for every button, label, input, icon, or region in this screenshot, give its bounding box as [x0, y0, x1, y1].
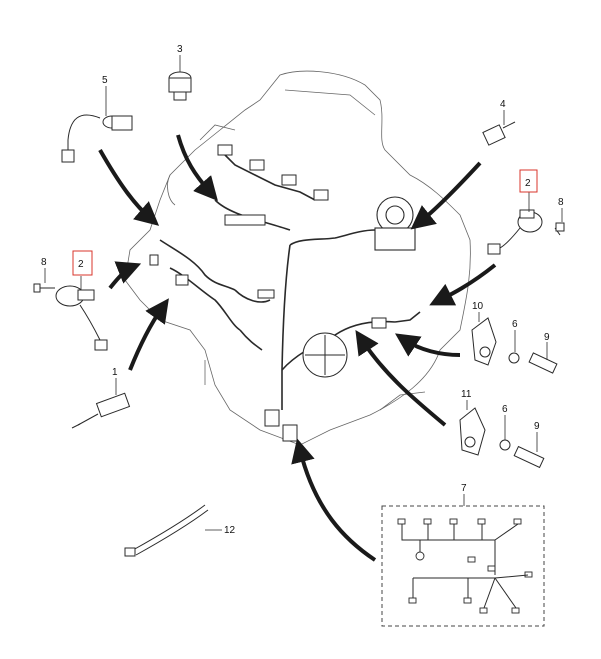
part-5-knock-sensor: [61, 114, 133, 163]
part-10-bracket: [471, 317, 497, 366]
callout-7: 7: [461, 483, 467, 494]
callout-4: 4: [500, 99, 506, 110]
callout-5: 5: [102, 75, 108, 86]
part-7-harness-box: [381, 505, 545, 627]
callout-10: 10: [472, 301, 484, 312]
callout-2-left-highlight: [72, 250, 93, 276]
callout-leaders: [44, 55, 563, 531]
callout-6-bottom: 6: [502, 404, 508, 415]
alternator: [302, 332, 348, 378]
callout-3: 3: [177, 44, 183, 55]
callout-6-top: 6: [512, 319, 518, 330]
part-11-bracket: [459, 407, 486, 456]
callout-11: 11: [461, 389, 472, 400]
engine-block-outline: [124, 70, 471, 446]
callout-2-right-highlight: [519, 169, 538, 193]
callout-8-right: 8: [558, 197, 564, 208]
part-12-cable-tie: [124, 504, 209, 557]
callout-8-left: 8: [41, 257, 47, 268]
part-9-bolts: [513, 352, 558, 469]
callout-9-top: 9: [544, 332, 550, 343]
throttle-body: [374, 196, 416, 251]
part-2-sensor-right: [487, 209, 543, 255]
part-3-sensor: [168, 71, 192, 101]
part-1-oil-pressure-switch: [71, 392, 131, 429]
part-8-bolts: [33, 222, 565, 293]
fuel-injector-rail: [217, 144, 329, 226]
part-6-washers: [499, 352, 520, 451]
callout-1: 1: [112, 367, 118, 378]
harness-connectors: [149, 254, 387, 442]
part-2-crank-sensor-left: [55, 285, 108, 351]
callout-12: 12: [224, 525, 236, 536]
callout-2-left: 2: [78, 259, 84, 270]
callout-9-bottom: 9: [534, 421, 540, 432]
part-4-temp-sensor: [482, 121, 516, 146]
callout-2-right: 2: [525, 178, 531, 189]
pointer-arrows: [98, 134, 497, 562]
wiring-harness: [159, 154, 421, 410]
